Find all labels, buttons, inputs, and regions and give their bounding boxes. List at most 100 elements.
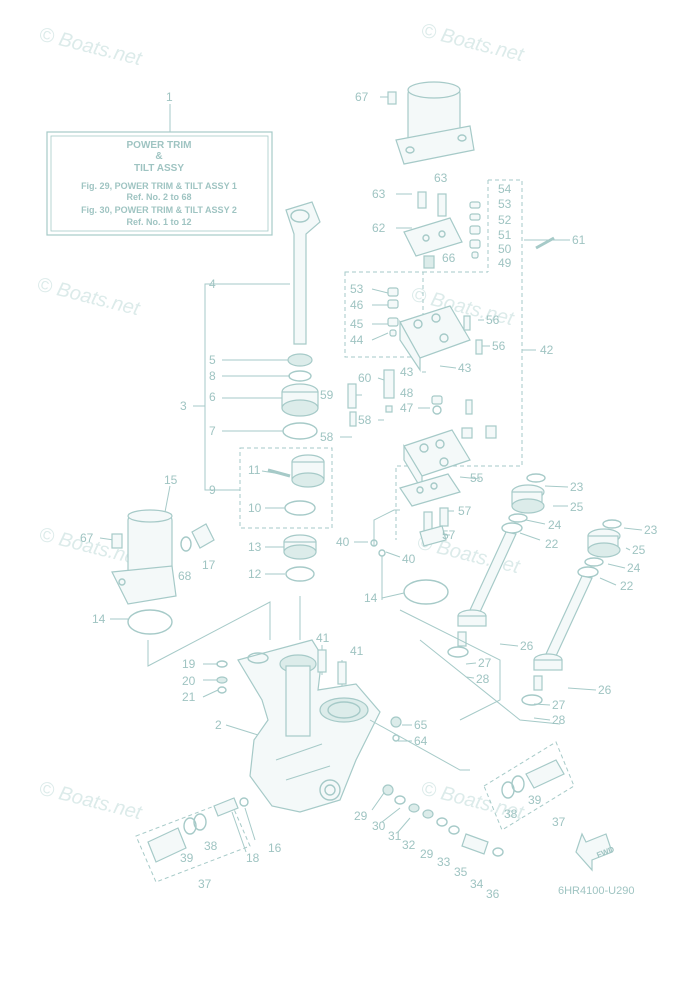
watermark: © Boats.net [419, 20, 527, 67]
callout-46: 46 [350, 298, 364, 312]
callout-38: 38 [204, 839, 218, 853]
diagram-code: 6HR4100-U290 [558, 885, 634, 897]
callout-42: 42 [540, 343, 554, 357]
callout-64: 64 [414, 734, 428, 748]
callout-15: 15 [164, 473, 178, 487]
callout-39: 39 [180, 851, 194, 865]
callout-3: 3 [180, 399, 187, 413]
callout-labels: 2 3 4 5 6 7 8 9 10 11 12 13 14 14 15 16 … [80, 90, 658, 901]
callout-1: 1 [166, 90, 173, 104]
leader-lines [99, 96, 643, 853]
callout-50: 50 [498, 242, 512, 256]
callout-18: 18 [246, 851, 260, 865]
callout-38: 38 [504, 807, 518, 821]
callout-56: 56 [492, 339, 506, 353]
callout-36: 36 [486, 887, 500, 901]
callout-33: 33 [437, 855, 451, 869]
callout-9: 9 [209, 483, 216, 497]
callout-59: 59 [320, 388, 334, 402]
callout-68: 68 [178, 569, 192, 583]
callout-22: 22 [620, 579, 634, 593]
callout-6: 6 [209, 390, 216, 404]
callout-56: 56 [486, 313, 500, 327]
callout-61: 61 [572, 233, 586, 247]
callout-63: 63 [434, 171, 448, 185]
callout-22: 22 [545, 537, 559, 551]
callout-17: 17 [202, 558, 216, 572]
callout-28: 28 [476, 672, 490, 686]
callout-14: 14 [364, 591, 378, 605]
callout-20: 20 [182, 674, 196, 688]
callout-29: 29 [420, 847, 434, 861]
callout-62: 62 [372, 221, 386, 235]
callout-43: 43 [400, 365, 414, 379]
callout-28: 28 [552, 713, 566, 727]
callout-24: 24 [627, 561, 641, 575]
callout-25: 25 [632, 543, 646, 557]
callout-44: 44 [350, 333, 364, 347]
parts [111, 81, 622, 872]
watermark: © Boats.net [37, 24, 145, 71]
callout-45: 45 [350, 317, 364, 331]
ref-line-1: Fig. 29, POWER TRIM & TILT ASSY 1 [81, 181, 237, 191]
callout-40: 40 [402, 552, 416, 566]
callout-12: 12 [248, 567, 262, 581]
ref-line-4: Ref. No. 1 to 12 [126, 217, 191, 227]
callout-13: 13 [248, 540, 262, 554]
callout-58: 58 [358, 413, 372, 427]
callout-25: 25 [570, 500, 584, 514]
callout-7: 7 [209, 424, 216, 438]
callout-41: 41 [316, 631, 330, 645]
callout-5: 5 [209, 353, 216, 367]
watermark: © Boats.net [35, 274, 143, 321]
callout-37: 37 [552, 815, 566, 829]
callout-55: 55 [470, 471, 484, 485]
callout-58: 58 [320, 430, 334, 444]
callout-60: 60 [358, 371, 372, 385]
bracket-3 [193, 283, 222, 491]
callout-8: 8 [209, 369, 216, 383]
ref-line-3: Fig. 30, POWER TRIM & TILT ASSY 2 [81, 205, 237, 215]
callout-65: 65 [414, 718, 428, 732]
callout-31: 31 [388, 829, 402, 843]
callout-66: 66 [442, 251, 456, 265]
callout-34: 34 [470, 877, 484, 891]
callout-57: 57 [442, 528, 456, 542]
callout-4: 4 [209, 277, 216, 291]
callout-2: 2 [215, 718, 222, 732]
callout-16: 16 [268, 841, 282, 855]
callout-23: 23 [644, 523, 658, 537]
callout-54: 54 [498, 182, 512, 196]
callout-14: 14 [92, 612, 106, 626]
tilt-motor [387, 81, 475, 165]
ref-title-3: TILT ASSY [134, 163, 184, 174]
callout-39: 39 [528, 793, 542, 807]
callout-26: 26 [520, 639, 534, 653]
ref-line-2: Ref. No. 2 to 68 [126, 192, 191, 202]
callout-30: 30 [372, 819, 386, 833]
callout-29: 29 [354, 809, 368, 823]
reference-box: 1 POWER TRIM & TILT ASSY Fig. 29, POWER … [46, 90, 273, 236]
callout-35: 35 [454, 865, 468, 879]
main-body [237, 639, 381, 813]
callout-27: 27 [478, 656, 492, 670]
callout-63: 63 [372, 187, 386, 201]
callout-19: 19 [182, 657, 196, 671]
callout-10: 10 [248, 501, 262, 515]
callout-24: 24 [548, 518, 562, 532]
callout-67: 67 [80, 531, 94, 545]
callout-57: 57 [458, 504, 472, 518]
ref-title-1: POWER TRIM [127, 140, 192, 151]
callout-53: 53 [498, 197, 512, 211]
ref-title-2: & [155, 151, 162, 162]
callout-37: 37 [198, 877, 212, 891]
fwd-arrow-icon [575, 832, 613, 872]
callout-49: 49 [498, 256, 512, 270]
callout-40: 40 [336, 535, 350, 549]
callout-41: 41 [350, 644, 364, 658]
watermark: © Boats.net [37, 778, 145, 825]
callout-11: 11 [248, 463, 261, 477]
callout-26: 26 [598, 683, 612, 697]
callout-43: 43 [458, 361, 472, 375]
